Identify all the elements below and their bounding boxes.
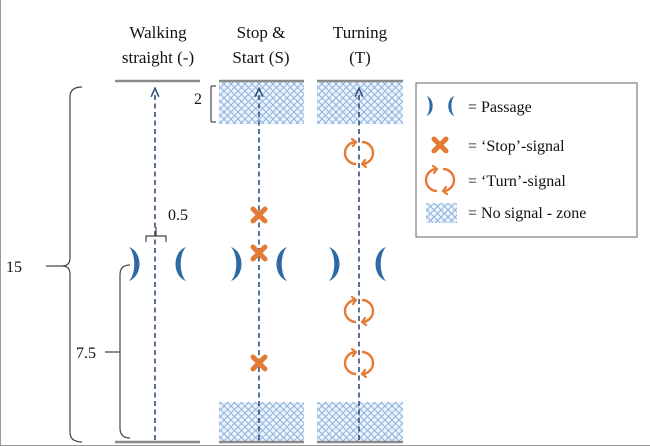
no-signal-zone-turn-top bbox=[317, 82, 403, 124]
legend-zone-icon bbox=[426, 203, 457, 223]
passage-left-crescent-icon bbox=[231, 247, 242, 281]
no-signal-zone-stop-bottom bbox=[219, 402, 304, 442]
dimension-bracket-total bbox=[46, 86, 83, 443]
passage-walking bbox=[129, 247, 186, 281]
dimension-bracket-half bbox=[105, 264, 131, 439]
column-title-walking-line1: Walking bbox=[129, 23, 187, 42]
column-title-stop-line1: Stop & bbox=[237, 23, 286, 42]
passage-right-crescent-icon bbox=[375, 247, 386, 281]
no-signal-zone-turn-bottom bbox=[317, 402, 403, 442]
dimension-bracket-gap bbox=[145, 227, 167, 242]
legend: = Passage = ‘Stop’-signal = ‘Turn’-signa… bbox=[415, 82, 638, 238]
dimension-label-total: 15 bbox=[6, 259, 22, 276]
legend-turn-label: = ‘Turn’-signal bbox=[468, 173, 566, 190]
dimension-label-half: 7.5 bbox=[76, 345, 96, 362]
column-title-turning-line1: Turning bbox=[333, 23, 388, 42]
dimension-label-gap: 0.5 bbox=[168, 207, 188, 224]
dimension-label-zone: 2 bbox=[194, 91, 202, 108]
stop-signal-icon bbox=[253, 209, 265, 221]
column-title-turning-line2: (T) bbox=[349, 48, 371, 67]
passage-turning bbox=[329, 247, 386, 281]
passage-right-crescent-icon bbox=[276, 247, 287, 281]
column-title-stop-line2: Start (S) bbox=[232, 48, 289, 67]
passage-left-crescent-icon bbox=[329, 247, 340, 281]
passage-left-crescent-icon bbox=[129, 247, 140, 281]
passage-right-crescent-icon bbox=[175, 247, 186, 281]
column-title-walking-line2: straight (-) bbox=[122, 48, 194, 67]
legend-zone-label: = No signal - zone bbox=[468, 205, 586, 222]
legend-stop-label: = ‘Stop’-signal bbox=[468, 138, 565, 155]
turn-signal-icon bbox=[343, 137, 375, 169]
dimension-bracket-zone bbox=[210, 85, 216, 123]
legend-passage-label: = Passage bbox=[468, 99, 532, 116]
no-signal-zone-stop-top bbox=[219, 82, 304, 124]
